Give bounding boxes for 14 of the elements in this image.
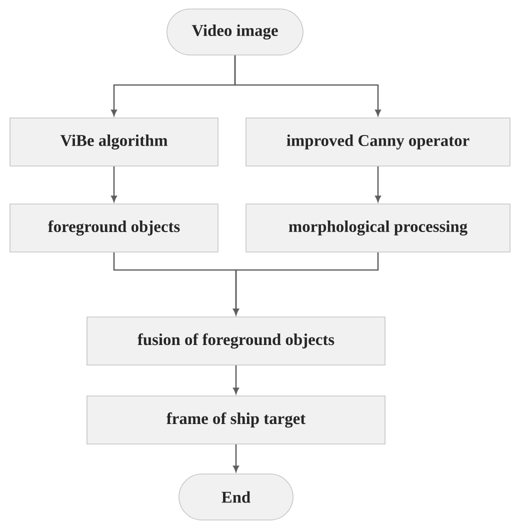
process-box: ViBe algorithm <box>10 118 218 166</box>
arrow <box>375 166 381 202</box>
process-box: foreground objects <box>10 204 218 252</box>
arrow <box>233 365 239 394</box>
arrow <box>234 55 381 116</box>
arrow <box>233 444 239 472</box>
terminal-box: End <box>178 474 294 520</box>
process-box: fusion of foreground objects <box>86 316 386 366</box>
arrow <box>233 252 379 315</box>
terminal-box: Video image <box>166 8 304 56</box>
process-box: morphological processing <box>246 204 510 252</box>
arrow <box>111 166 117 202</box>
process-box: improved Canny operator <box>246 118 510 166</box>
process-box: frame of ship target <box>86 396 386 444</box>
